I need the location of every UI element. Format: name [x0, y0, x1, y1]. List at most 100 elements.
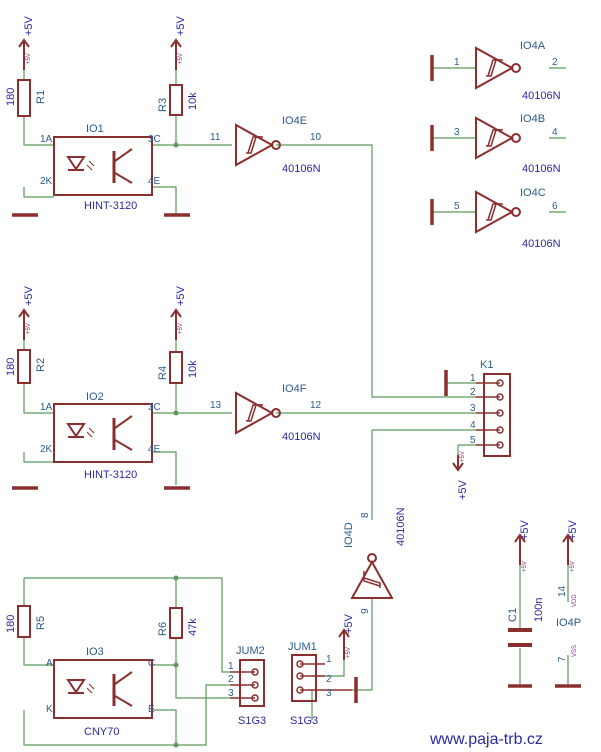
- svg-text:1: 1: [470, 373, 476, 384]
- svg-text:A: A: [46, 658, 53, 669]
- svg-text:IO4C: IO4C: [520, 187, 546, 199]
- svg-text:+5V: +5V: [175, 15, 187, 36]
- svg-text:12: 12: [310, 400, 322, 411]
- svg-text:IO1: IO1: [86, 123, 104, 135]
- svg-text:IO4B: IO4B: [520, 113, 545, 125]
- svg-text:100n: 100n: [533, 598, 545, 622]
- svg-text:+5V: +5V: [522, 561, 528, 572]
- svg-text:1A: 1A: [40, 134, 53, 145]
- gate-io4f: IO4F 13 12 40106N: [210, 383, 322, 443]
- svg-text:10: 10: [310, 132, 322, 143]
- svg-text:47k: 47k: [187, 618, 199, 636]
- resistor-r4: R4 10k: [157, 351, 199, 384]
- svg-text:JUM2: JUM2: [236, 645, 265, 657]
- svg-text:JUM1: JUM1: [288, 641, 317, 653]
- svg-text:R2: R2: [35, 358, 47, 372]
- svg-text:C1: C1: [507, 608, 519, 622]
- svg-text:+5V: +5V: [23, 15, 35, 36]
- svg-text:3: 3: [470, 403, 476, 414]
- svg-text:IO4D: IO4D: [343, 522, 355, 548]
- supply-io4p: +5V +5V: [562, 519, 579, 572]
- svg-text:K1: K1: [480, 359, 493, 371]
- resistor-r3: R3 10k: [157, 84, 199, 116]
- svg-text:R6: R6: [157, 622, 169, 636]
- svg-text:1A: 1A: [40, 402, 53, 413]
- gate-io4a: IO4A 1 2 40106N: [454, 40, 561, 102]
- svg-text:CNY70: CNY70: [84, 726, 119, 738]
- svg-text:10k: 10k: [187, 360, 199, 378]
- svg-text:VSS: VSS: [572, 645, 578, 657]
- svg-text:8: 8: [360, 512, 371, 518]
- supply-r4: +5V +5V: [170, 285, 187, 340]
- supply-k1: +5V +5V: [452, 451, 469, 500]
- svg-text:K: K: [46, 704, 53, 715]
- supply-c1: +5V +5V: [514, 519, 531, 572]
- resistor-r6: R6 47k: [157, 607, 199, 639]
- connector-k1: K1 1 2 3 4 5: [470, 359, 511, 457]
- svg-text:3C: 3C: [148, 402, 161, 413]
- svg-text:40106N: 40106N: [282, 431, 321, 443]
- svg-text:+5V: +5V: [457, 479, 469, 500]
- svg-text:+5V: +5V: [567, 519, 579, 540]
- website-label: www.paja-trb.cz: [429, 731, 543, 748]
- supply-r2: +5V +5V: [18, 285, 35, 340]
- svg-text:4E: 4E: [148, 444, 161, 455]
- svg-text:40106N: 40106N: [522, 90, 561, 102]
- gate-io4c: IO4C 5 6 40106N: [454, 187, 561, 250]
- svg-text:2: 2: [326, 674, 332, 685]
- svg-text:+5V: +5V: [26, 323, 32, 334]
- svg-text:180: 180: [5, 358, 17, 376]
- svg-text:+5V: +5V: [343, 613, 355, 634]
- svg-text:1: 1: [228, 661, 234, 672]
- svg-text:5: 5: [454, 201, 460, 212]
- svg-text:S1G3: S1G3: [290, 715, 318, 727]
- supply-jum1: +5V +5V: [338, 613, 355, 660]
- svg-text:2K: 2K: [40, 176, 53, 187]
- opto-io3: IO3 A K C E CNY70: [46, 646, 155, 738]
- power-unit-io4p: 14 VDD IO4P 7 VSS: [556, 585, 581, 662]
- svg-text:180: 180: [5, 88, 17, 106]
- gate-io4e: IO4E 11 10 40106N: [210, 115, 322, 175]
- supply-r1: +5V +5V: [18, 15, 35, 70]
- svg-text:7: 7: [557, 656, 568, 662]
- svg-text:40106N: 40106N: [395, 507, 407, 546]
- svg-text:1: 1: [326, 654, 332, 665]
- gate-io4b: IO4B 3 4 40106N: [454, 113, 561, 175]
- svg-text:HINT-3120: HINT-3120: [84, 200, 137, 212]
- svg-text:14: 14: [557, 585, 568, 597]
- resistor-r1: 180 R1: [5, 79, 47, 117]
- svg-text:VDD: VDD: [572, 594, 578, 607]
- svg-text:3: 3: [228, 688, 234, 699]
- svg-text:3: 3: [454, 127, 460, 138]
- jumper-jum1: JUM1 1 2 3 S1G3: [288, 641, 352, 727]
- svg-text:4: 4: [470, 420, 476, 431]
- svg-text:2: 2: [552, 57, 558, 68]
- svg-text:+5V: +5V: [178, 323, 184, 334]
- svg-text:+5V: +5V: [346, 647, 352, 658]
- svg-text:+5V: +5V: [175, 285, 187, 306]
- svg-text:R1: R1: [35, 90, 47, 104]
- svg-text:6: 6: [552, 201, 558, 212]
- svg-text:2K: 2K: [40, 444, 53, 455]
- supply-r3: +5V +5V: [170, 15, 187, 70]
- svg-text:40106N: 40106N: [522, 238, 561, 250]
- svg-text:4: 4: [552, 127, 558, 138]
- jumper-jum2: JUM2 1 2 3 S1G3: [228, 645, 266, 727]
- svg-text:40106N: 40106N: [522, 163, 561, 175]
- svg-text:5: 5: [470, 435, 476, 446]
- svg-text:3: 3: [326, 688, 332, 699]
- opto-io2: IO2 1A 2K 3C 4E HINT-3120: [40, 391, 161, 481]
- svg-text:40106N: 40106N: [282, 163, 321, 175]
- svg-text:R3: R3: [157, 98, 169, 112]
- svg-text:+5V: +5V: [23, 285, 35, 306]
- svg-text:R4: R4: [157, 366, 169, 380]
- svg-text:IO3: IO3: [86, 646, 104, 658]
- svg-text:+5V: +5V: [460, 451, 466, 462]
- capacitor-c1: C1 100n: [507, 598, 545, 647]
- svg-text:13: 13: [210, 400, 222, 411]
- svg-text:1: 1: [454, 57, 460, 68]
- svg-text:R5: R5: [35, 616, 47, 630]
- svg-text:9: 9: [360, 608, 371, 614]
